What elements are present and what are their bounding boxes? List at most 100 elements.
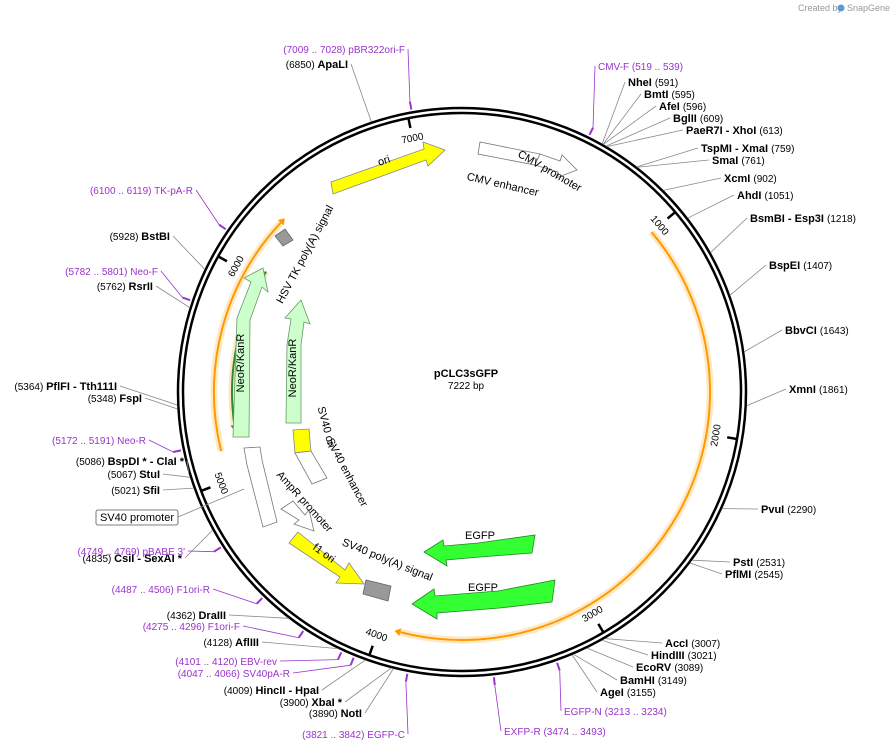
enzyme-label-sfii[interactable]: (5021) SfiI [111, 485, 160, 497]
primer-name: Neo-R [117, 436, 146, 447]
primer-leader-ebv-rev [279, 659, 338, 662]
enzyme-position: (2290) [787, 505, 816, 516]
enzyme-name: TspMI - XmaI [701, 143, 771, 155]
enzyme-label-ahdi[interactable]: AhdI (1051) [737, 190, 793, 202]
enzyme-label-xbai[interactable]: (3900) XbaI * [280, 697, 343, 709]
enzyme-name: BmtI [644, 89, 672, 101]
feature-cmv-promoter[interactable] [534, 153, 578, 179]
primer-label-neo-f[interactable]: (5782 .. 5801) Neo-F [65, 267, 158, 278]
primer-label-pbabe-3[interactable]: (4749 .. 4769) pBABE 3' [77, 547, 185, 558]
enzyme-position: (902) [753, 174, 776, 185]
primer-label-cmv-f[interactable]: CMV-F (519 .. 539) [598, 62, 683, 73]
orf-large[interactable] [400, 231, 711, 641]
primer-range: (3821 .. 3842) [302, 730, 367, 741]
enzyme-label-bglii[interactable]: BglII (609) [673, 113, 723, 125]
enzyme-name: HindIII [651, 650, 688, 662]
enzyme-label-bamhi[interactable]: BamHI (3149) [620, 675, 687, 687]
orf-left-arrowhead [277, 218, 285, 226]
enzyme-label-afei[interactable]: AfeI (596) [659, 101, 706, 113]
enzyme-label-pvui[interactable]: PvuI (2290) [761, 504, 816, 516]
enzyme-label-psti[interactable]: PstI (2531) [733, 557, 785, 569]
primer-label-egfp-n[interactable]: EGFP-N (3213 .. 3234) [564, 707, 667, 718]
primer-mark-f1ori-r [255, 597, 263, 605]
enzyme-leader-ecorv [586, 647, 634, 668]
enzyme-label-smai[interactable]: SmaI (761) [712, 155, 765, 167]
feature-sv40-ori[interactable] [292, 428, 312, 454]
primer-label-ebv-rev[interactable]: (4101 .. 4120) EBV-rev [175, 657, 277, 668]
feature-neor-inner[interactable] [284, 299, 311, 424]
enzyme-label-csii-sexai[interactable]: (4835) CsiI - SexAI * [82, 553, 182, 565]
feature-sv40-polya[interactable] [362, 579, 392, 602]
enzyme-label-bspei[interactable]: BspEI (1407) [769, 260, 832, 272]
enzyme-leader-bamhi [573, 653, 618, 681]
enzyme-label-xmni[interactable]: XmnI (1861) [789, 384, 848, 396]
feature-egfp-outer[interactable] [411, 579, 556, 620]
primer-leader-neo-f [160, 270, 183, 298]
enzyme-label-hindiii[interactable]: HindIII (3021) [651, 650, 717, 662]
enzyme-position: (5086) [76, 457, 108, 468]
enzyme-name: SmaI [712, 155, 741, 167]
enzyme-label-noti[interactable]: (3890) NotI [309, 708, 362, 720]
enzyme-label-bsmbi-esp3i[interactable]: BsmBI - Esp3I (1218) [750, 213, 856, 225]
primer-label-egfp-c[interactable]: (3821 .. 3842) EGFP-C [302, 730, 405, 741]
feature-sv40-promoter[interactable] [243, 446, 278, 528]
feature-f1-ori[interactable] [288, 531, 365, 585]
orf-left[interactable] [213, 222, 282, 452]
enzyme-label-bspdi-clai[interactable]: (5086) BspDI * - ClaI * [76, 456, 185, 468]
enzyme-label-xcmi[interactable]: XcmI (902) [724, 173, 777, 185]
enzyme-label-bstbi[interactable]: (5928) BstBI [110, 231, 170, 243]
feature-egfp-inner[interactable] [423, 534, 536, 567]
enzyme-label-agei[interactable]: AgeI (3155) [600, 687, 656, 699]
enzyme-position: (3007) [691, 639, 720, 650]
enzyme-label-tspmi-xmai[interactable]: TspMI - XmaI (759) [701, 143, 794, 155]
primer-label-tk-pa-r[interactable]: (6100 .. 6119) TK-pA-R [90, 186, 193, 197]
enzyme-label-bmti[interactable]: BmtI (595) [644, 89, 695, 101]
snapgene-brand-text: SnapGene [847, 3, 890, 13]
primer-mark-ebv-rev [337, 651, 343, 661]
primer-label-pbr322ori-f[interactable]: (7009 .. 7028) pBR322ori-F [283, 45, 405, 56]
feature-ori[interactable] [330, 141, 446, 195]
feature-neor-outer[interactable] [232, 267, 269, 438]
enzyme-label-apali[interactable]: (6850) ApaLI [286, 59, 348, 71]
enzyme-label-pflfi-tth111i[interactable]: (5364) PflFI - Tth111I [14, 381, 117, 393]
primer-label-f1ori-r[interactable]: (4487 .. 4506) F1ori-R [112, 585, 210, 596]
enzyme-label-afliii[interactable]: (4128) AflIII [203, 637, 259, 649]
feature-ampr-promoter[interactable] [280, 500, 315, 532]
primer-leader-exfp-r [494, 685, 502, 732]
primer-label-f1ori-f[interactable]: (4275 .. 4296) F1ori-F [143, 622, 240, 633]
enzyme-label-paer7i-xhoi[interactable]: PaeR7I - XhoI (613) [686, 125, 783, 137]
enzyme-label-rsrii[interactable]: (5762) RsrII [97, 281, 153, 293]
enzyme-label-hincii-hpai[interactable]: (4009) HincII - HpaI [224, 685, 319, 697]
enzyme-name: BstBI [141, 231, 170, 243]
primer-name: F1ori-F [208, 622, 240, 633]
enzyme-name: AgeI [600, 687, 627, 699]
primer-label-neo-r[interactable]: (5172 .. 5191) Neo-R [52, 436, 146, 447]
enzyme-label-bbvci[interactable]: BbvCI (1643) [785, 325, 849, 337]
primer-label-exfp-r[interactable]: EXFP-R (3474 .. 3493) [504, 727, 606, 738]
primer-range: (5172 .. 5191) [52, 436, 117, 447]
tick-label: 2000 [709, 423, 724, 447]
enzyme-label-fspi[interactable]: (5348) FspI [88, 393, 142, 405]
enzyme-position: (2545) [754, 570, 783, 581]
enzyme-position: (5067) [108, 470, 140, 481]
primer-range: (3474 .. 3493) [543, 727, 605, 738]
primer-leader-pbr322ori-f [407, 48, 411, 102]
enzyme-position: (613) [759, 126, 782, 137]
primer-mark-f1ori-f [297, 630, 305, 639]
enzyme-label-nhei[interactable]: NheI (591) [628, 77, 678, 89]
feature-sv40-enhancer[interactable] [294, 450, 328, 485]
enzyme-leader-bbvci [743, 329, 783, 353]
enzyme-label-pflmi[interactable]: PflMI (2545) [725, 569, 783, 581]
plasmid-size: 7222 bp [448, 381, 485, 392]
enzyme-label-stui[interactable]: (5067) StuI [108, 469, 160, 481]
enzyme-label-ecorv[interactable]: EcoRV (3089) [636, 662, 703, 674]
primer-name: TK-pA-R [154, 186, 193, 197]
enzyme-name: BamHI [620, 675, 658, 687]
enzyme-label-draiii[interactable]: (4362) DraIII [167, 610, 226, 622]
enzyme-name: DraIII [198, 610, 226, 622]
feature-hsv-tk-polya[interactable] [274, 228, 294, 247]
enzyme-label-acci[interactable]: AccI (3007) [665, 638, 720, 650]
primer-label-sv40pa-r[interactable]: (4047 .. 4066) SV40pA-R [178, 669, 290, 680]
